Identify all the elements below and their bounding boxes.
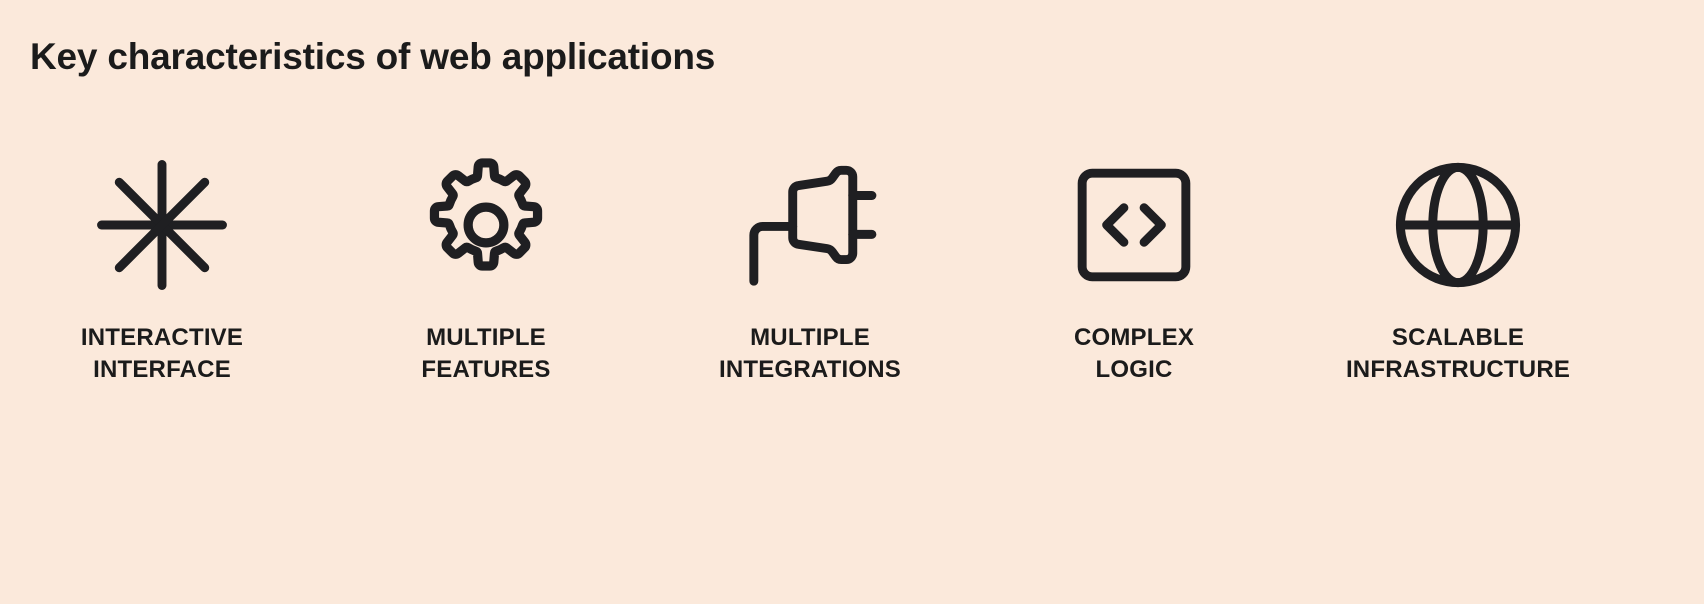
- characteristic-label-line1: INTERACTIVE: [80, 324, 244, 351]
- characteristic-item-multiple-features: MULTIPLE FEATURES: [324, 150, 648, 385]
- characteristic-label-line2: LOGIC: [1095, 355, 1173, 383]
- characteristic-label-line1: COMPLEX: [1073, 324, 1195, 351]
- characteristic-label: MULTIPLE INTEGRATIONS: [719, 322, 901, 385]
- characteristic-label: COMPLEX LOGIC: [1074, 322, 1194, 385]
- characteristic-item-scalable-infrastructure: SCALABLE INFRASTRUCTURE: [1296, 150, 1620, 385]
- code-brackets-icon: [1059, 150, 1209, 300]
- asterisk-starburst-icon: [87, 150, 237, 300]
- characteristic-label-line1: SCALABLE: [1391, 324, 1525, 351]
- characteristic-label: SCALABLE INFRASTRUCTURE: [1346, 322, 1570, 385]
- characteristic-label-line2: INTERFACE: [93, 355, 231, 383]
- characteristic-label-line1: MULTIPLE: [426, 324, 546, 351]
- page-title: Key characteristics of web applications: [30, 36, 716, 77]
- characteristic-label-line2: INFRASTRUCTURE: [1345, 355, 1571, 383]
- characteristic-item-multiple-integrations: MULTIPLE INTEGRATIONS: [648, 150, 972, 385]
- gear-icon: [411, 150, 561, 300]
- characteristics-row: INTERACTIVE INTERFACE MULTIPLE FEATURES: [0, 150, 1704, 385]
- power-plug-icon: [735, 150, 885, 300]
- characteristic-item-complex-logic: COMPLEX LOGIC: [972, 150, 1296, 385]
- characteristic-label-line2: FEATURES: [421, 355, 551, 383]
- characteristic-label-line1: MULTIPLE: [750, 324, 870, 351]
- characteristic-label: MULTIPLE FEATURES: [421, 322, 550, 385]
- characteristic-label: INTERACTIVE INTERFACE: [81, 322, 243, 385]
- globe-icon: [1383, 150, 1533, 300]
- characteristic-item-interactive-interface: INTERACTIVE INTERFACE: [0, 150, 324, 385]
- characteristic-label-line2: INTEGRATIONS: [719, 355, 901, 383]
